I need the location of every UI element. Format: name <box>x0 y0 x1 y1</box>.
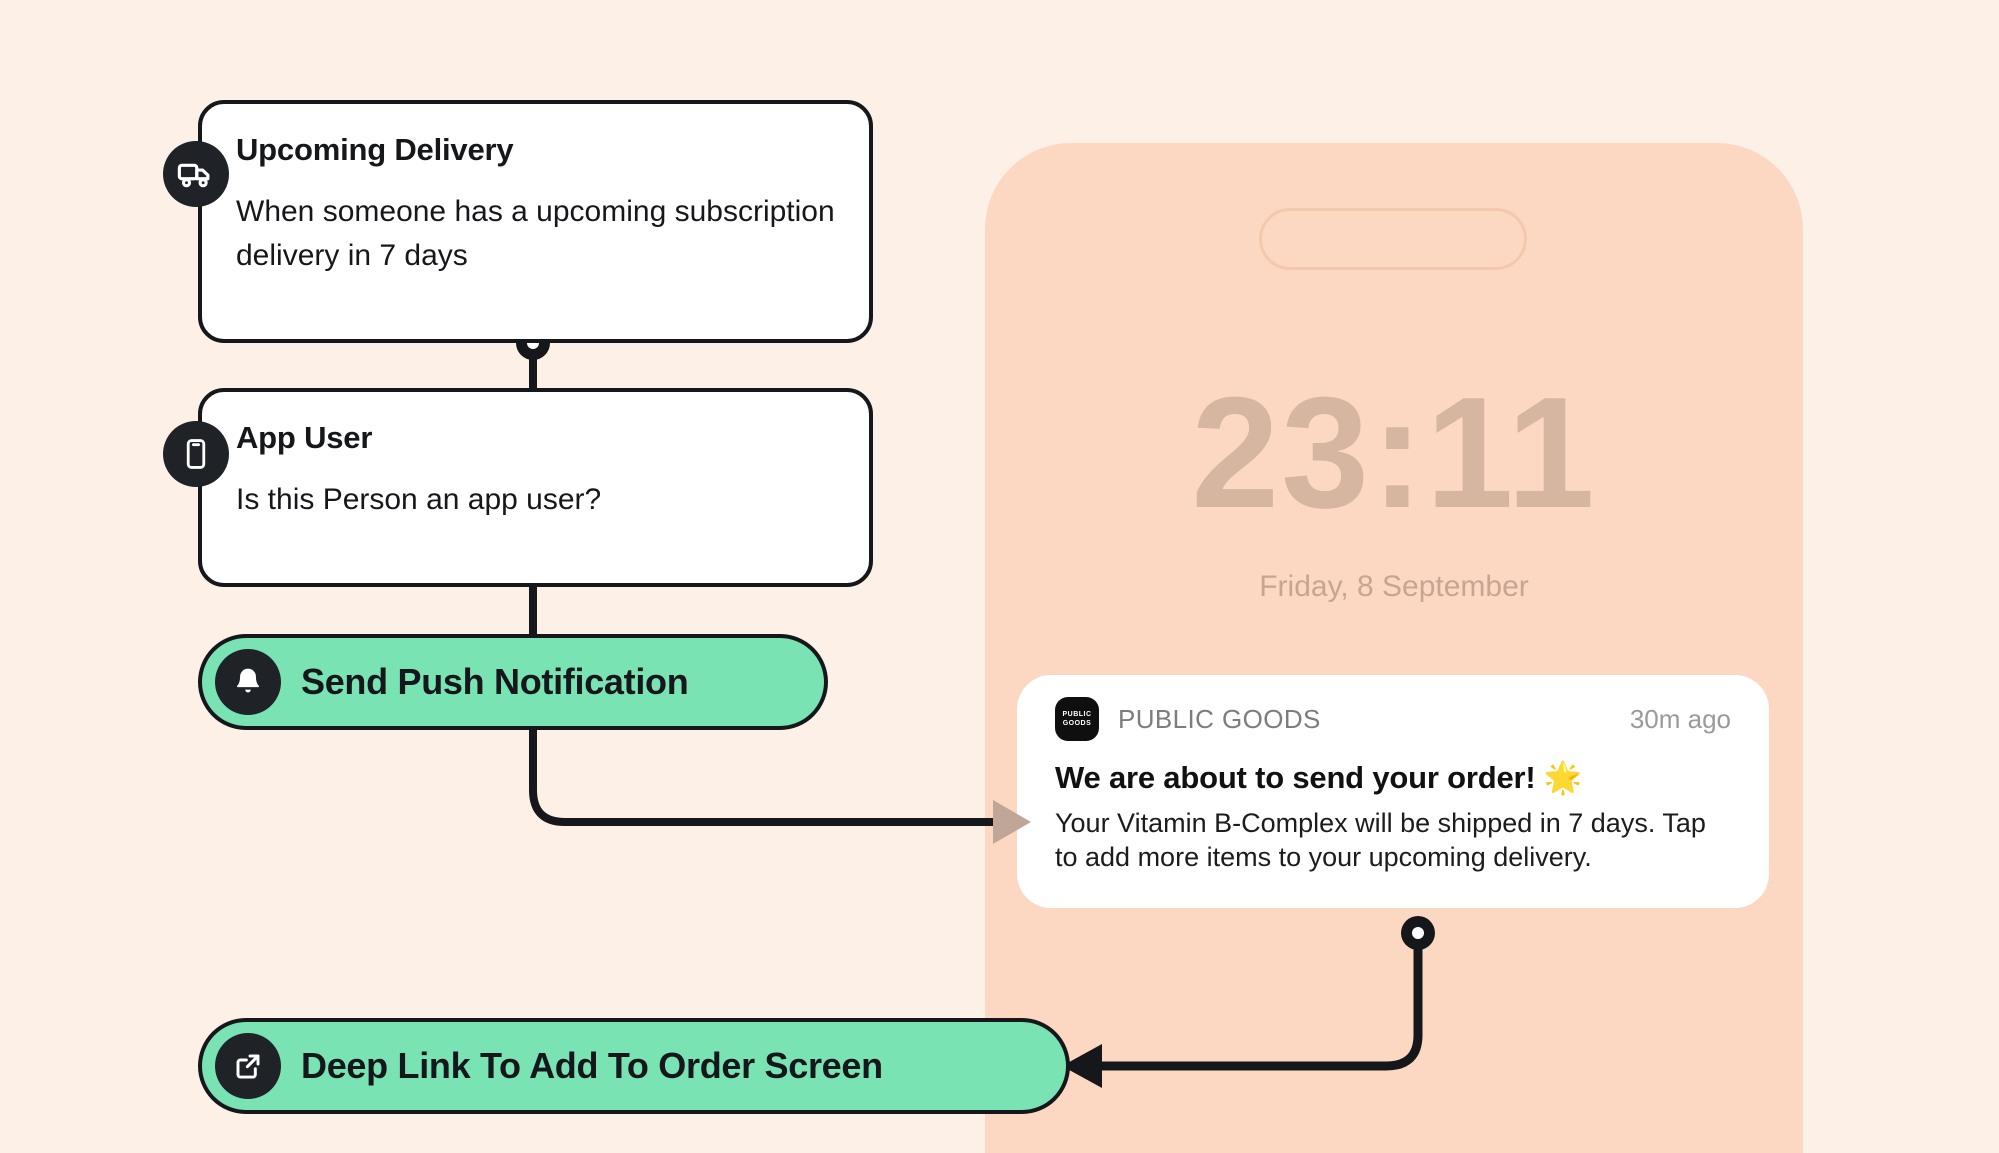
action-label: Send Push Notification <box>301 661 689 702</box>
action-send-push-notification[interactable]: Send Push Notification <box>198 634 828 730</box>
notification-title: We are about to send your order! 🌟 <box>1055 760 1583 795</box>
card-title: App User <box>236 420 373 455</box>
card-title: Upcoming Delivery <box>236 132 514 167</box>
push-notification-card[interactable]: PUBLIC GOODS PUBLIC GOODS 30m ago We are… <box>1017 675 1769 908</box>
truck-icon <box>163 141 229 207</box>
bell-icon <box>215 649 281 715</box>
phone-mockup <box>985 143 1803 1153</box>
external-link-icon <box>215 1033 281 1099</box>
card-description: Is this Person an app user? <box>236 483 602 516</box>
lock-screen-time: 23:11 <box>1191 365 1597 541</box>
app-logo-line-2: GOODS <box>1062 720 1092 727</box>
flow-node-upcoming-delivery[interactable]: Upcoming Delivery When someone has a upc… <box>198 100 873 343</box>
app-logo-line-1: PUBLIC <box>1062 711 1092 718</box>
dynamic-island <box>1259 208 1527 270</box>
notification-body: Your Vitamin B-Complex will be shipped i… <box>1055 808 1706 872</box>
card-description: When someone has a upcoming subscription… <box>236 195 835 272</box>
card-content: Upcoming Delivery When someone has a upc… <box>202 104 869 306</box>
action-deep-link-add-to-order[interactable]: Deep Link To Add To Order Screen <box>198 1018 1070 1114</box>
lock-screen-date: Friday, 8 September <box>1259 570 1529 603</box>
card-content: App User Is this Person an app user? <box>202 392 869 550</box>
notification-header: PUBLIC GOODS PUBLIC GOODS 30m ago <box>1055 697 1731 741</box>
notification-timestamp: 30m ago <box>1629 703 1731 734</box>
mobile-phone-icon <box>163 421 229 487</box>
notification-app-name: PUBLIC GOODS <box>1118 703 1321 734</box>
flow-node-app-user[interactable]: App User Is this Person an app user? <box>198 388 873 587</box>
public-goods-app-logo: PUBLIC GOODS <box>1055 697 1099 741</box>
action-label: Deep Link To Add To Order Screen <box>301 1045 883 1086</box>
